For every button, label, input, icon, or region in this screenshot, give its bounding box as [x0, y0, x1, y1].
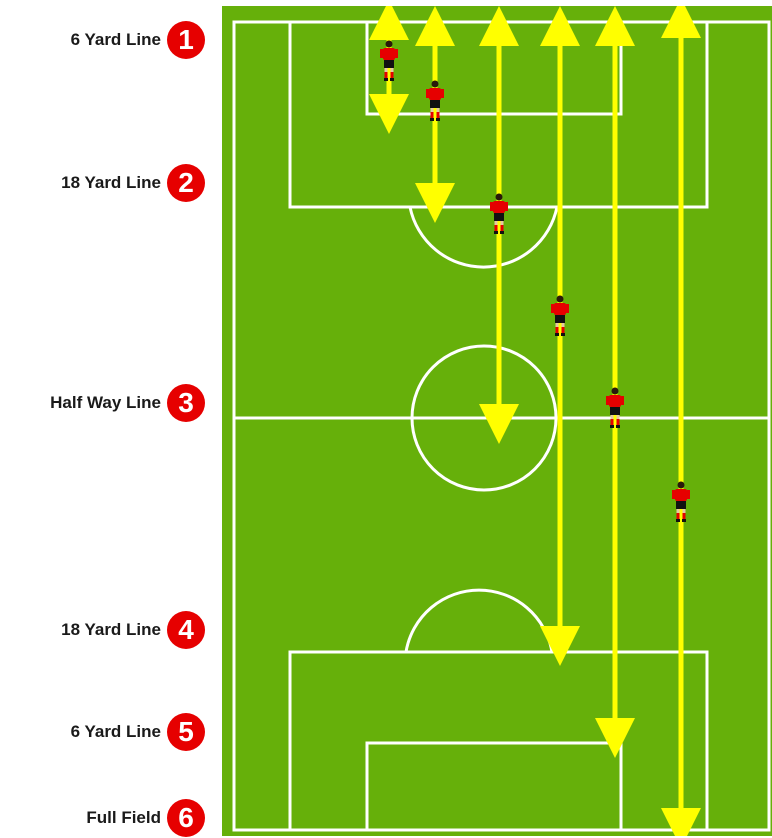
distance-labels: 6 Yard Line 1 18 Yard Line 2 Half Way Li…	[0, 0, 215, 837]
label-text: 6 Yard Line	[71, 722, 161, 742]
label-row-6-yard-line-top: 6 Yard Line 1	[71, 20, 205, 60]
label-text: 6 Yard Line	[71, 30, 161, 50]
label-text: 18 Yard Line	[61, 173, 161, 193]
number-badge: 4	[167, 611, 205, 649]
label-row-18-yard-line-bottom: 18 Yard Line 4	[61, 610, 205, 650]
football-pitch	[222, 6, 772, 836]
number-badge: 6	[167, 799, 205, 837]
label-text: 18 Yard Line	[61, 620, 161, 640]
label-text: Full Field	[86, 808, 161, 828]
number-badge: 2	[167, 164, 205, 202]
label-text: Half Way Line	[50, 393, 161, 413]
label-row-6-yard-line-bottom: 6 Yard Line 5	[71, 712, 205, 752]
label-row-18-yard-line-top: 18 Yard Line 2	[61, 163, 205, 203]
number-badge: 1	[167, 21, 205, 59]
number-badge: 3	[167, 384, 205, 422]
label-row-half-way-line: Half Way Line 3	[50, 383, 205, 423]
label-row-full-field: Full Field 6	[86, 798, 205, 838]
number-badge: 5	[167, 713, 205, 751]
